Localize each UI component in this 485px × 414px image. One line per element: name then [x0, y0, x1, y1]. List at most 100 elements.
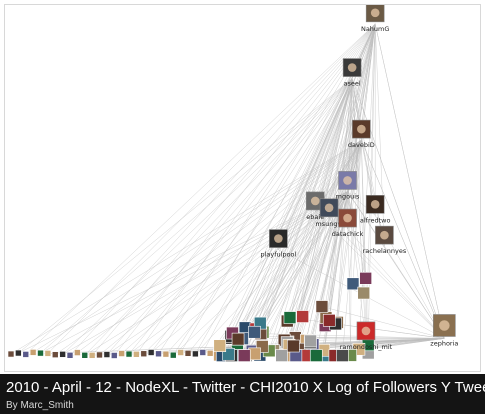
follow-edge [228, 78, 353, 355]
follow-edge [325, 140, 362, 318]
user-avatar-node[interactable] [88, 352, 96, 359]
avatar-face-icon [361, 326, 371, 336]
user-avatar-node[interactable] [59, 351, 66, 358]
follow-edge [150, 191, 348, 353]
user-avatar-node[interactable] [140, 350, 148, 358]
follow-edge [84, 78, 353, 356]
follow-edge [47, 23, 376, 354]
labeled-user-node[interactable]: NahumG [361, 3, 389, 33]
follow-edge [219, 23, 376, 356]
user-avatar-node[interactable] [37, 349, 44, 357]
labeled-user-node[interactable]: ramondoshi_mit [340, 321, 393, 351]
user-avatar-node[interactable] [248, 325, 261, 339]
labeled-user-node[interactable]: aseel [342, 58, 362, 88]
labeled-user-node[interactable]: alfredtwo [360, 195, 391, 224]
follow-edge [180, 23, 376, 353]
user-avatar-node[interactable] [315, 300, 329, 313]
user-avatar-node[interactable] [96, 351, 103, 359]
user-avatar-node[interactable] [322, 314, 336, 327]
follow-edge [62, 78, 353, 355]
follow-edge [158, 23, 376, 354]
user-avatar-node[interactable] [309, 349, 323, 362]
user-label: playfulpool [260, 251, 296, 259]
follow-edge [321, 306, 445, 339]
user-label: msungw [315, 220, 343, 228]
user-avatar-node[interactable] [231, 332, 245, 346]
user-avatar-node[interactable] [81, 351, 89, 359]
user-avatar-node[interactable] [184, 350, 192, 357]
user-avatar-node[interactable] [296, 310, 309, 323]
user-avatar-node[interactable] [7, 350, 15, 358]
labeled-user-node[interactable]: ebaie [305, 191, 325, 221]
user-avatar-node[interactable] [15, 349, 22, 357]
user-label: NahumG [361, 25, 389, 33]
follow-edge [106, 78, 353, 355]
user-avatar-node[interactable] [213, 339, 227, 353]
user-avatar-node[interactable] [44, 350, 52, 357]
labeled-user-node[interactable]: datachick [332, 208, 364, 238]
follow-edge [328, 78, 353, 219]
follow-edge [342, 140, 362, 356]
graph-title: 2010 - April - 12 - NodeXL - Twitter - C… [6, 379, 485, 396]
user-avatar-node[interactable] [237, 349, 251, 362]
follow-edge [84, 191, 348, 356]
user-avatar-node[interactable] [125, 350, 133, 358]
user-avatar-node[interactable] [29, 349, 37, 356]
avatar-face-icon [439, 320, 450, 331]
user-avatar-node[interactable] [192, 350, 199, 358]
follow-edge [136, 23, 376, 355]
user-avatar-node[interactable] [336, 349, 349, 362]
user-avatar-node[interactable] [51, 351, 59, 358]
user-avatar-node[interactable] [133, 350, 140, 358]
user-avatar-node[interactable] [357, 286, 371, 300]
user-avatar-node[interactable] [66, 352, 74, 359]
follow-edge [128, 78, 353, 355]
follow-edge [40, 191, 348, 354]
user-avatar-node[interactable] [155, 350, 162, 358]
user-avatar-node[interactable] [118, 350, 125, 357]
user-avatar-node[interactable] [103, 351, 111, 358]
user-avatar-node[interactable] [22, 351, 30, 358]
follow-edge [321, 23, 376, 307]
user-label: alfredtwo [360, 216, 391, 224]
user-avatar-node[interactable] [346, 277, 360, 291]
user-avatar-node[interactable] [199, 349, 207, 356]
edge-layer [10, 23, 445, 356]
follow-edge [55, 139, 362, 355]
user-avatar-node[interactable] [147, 349, 155, 356]
follow-edge [143, 139, 362, 354]
user-avatar-node[interactable] [275, 349, 288, 362]
labeled-user-node[interactable]: zephoria [430, 314, 458, 347]
user-avatar-node[interactable] [283, 311, 297, 324]
user-avatar-node[interactable] [206, 349, 214, 357]
labeled-user-node[interactable]: playfulpool [260, 229, 296, 259]
avatar-face-icon [324, 203, 334, 213]
follow-edge [195, 78, 353, 354]
user-avatar-node[interactable] [359, 272, 372, 285]
follow-edge [40, 78, 353, 354]
labeled-user-node[interactable]: davebiD [348, 119, 375, 149]
user-avatar-node[interactable] [74, 349, 81, 356]
follow-edge [165, 139, 362, 355]
user-avatar-node[interactable] [169, 351, 177, 359]
labeled-user-node[interactable]: mgouis [336, 171, 360, 200]
user-avatar-node[interactable] [304, 334, 317, 348]
user-avatar-node[interactable] [177, 349, 184, 356]
follow-edge [361, 140, 367, 342]
follow-edge [329, 78, 353, 321]
user-avatar-node[interactable] [162, 350, 170, 358]
user-label: rachelannyes [363, 247, 407, 255]
graph-credit: By Marc_Smith [6, 400, 74, 411]
user-avatar-node[interactable] [110, 352, 118, 359]
user-avatar-node[interactable] [287, 339, 300, 353]
labeled-user-node[interactable]: msungw [315, 198, 343, 228]
user-label: datachick [332, 230, 364, 238]
follow-edge [288, 23, 376, 346]
follow-edge [361, 140, 445, 339]
follow-edge [315, 23, 376, 213]
follow-edge [251, 23, 376, 352]
follow-edge [69, 23, 376, 356]
caption-bar [0, 374, 485, 414]
labeled-user-node[interactable]: rachelannyes [363, 225, 407, 255]
